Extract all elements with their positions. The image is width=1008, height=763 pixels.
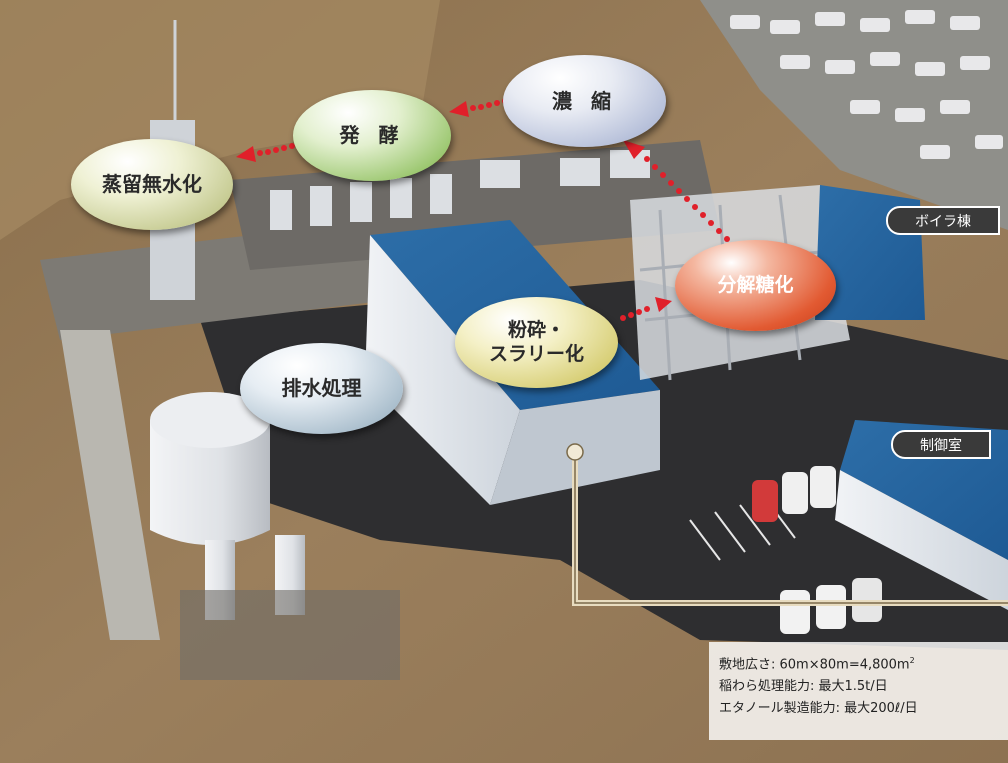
site-area-text: 敷地広さ: 60m×80m=4,800m xyxy=(719,657,910,673)
specs-pointer xyxy=(566,443,1008,606)
walkway xyxy=(60,330,160,640)
straw-capacity-line: 稲わら処理能力: 最大1.5t/日 xyxy=(719,679,888,695)
fermentation-bubble: 発 酵 xyxy=(293,90,451,181)
arrow-ferment-to-distill xyxy=(236,143,295,162)
main-building-wall xyxy=(365,235,520,505)
control-room-wall xyxy=(835,470,1008,610)
arrow-milling-to-hydrolysis xyxy=(620,297,672,321)
hydrolysis-bubble: 分解糖化 xyxy=(675,240,836,331)
site-area-line: 敷地広さ: 60m×80m=4,800m2 xyxy=(719,650,1008,676)
distillation-bubble: 蒸留無水化 xyxy=(71,139,233,230)
milling-label-line1: 粉砕・ xyxy=(507,318,565,341)
process-units xyxy=(270,150,650,230)
control-room-label: 制御室 xyxy=(920,437,962,454)
concentration-label: 濃 縮 xyxy=(552,88,617,113)
wastewater-label: 排水処理 xyxy=(281,376,362,400)
process-flow-arrows xyxy=(236,98,730,321)
wastewater-bubble: 排水処理 xyxy=(240,343,403,434)
control-room-tag: 制御室 xyxy=(891,430,991,459)
boiler-building-tag: ボイラ棟 xyxy=(886,206,1000,235)
fermentation-label: 発 酵 xyxy=(339,123,405,147)
arrow-hydrolysis-to-concentrate xyxy=(623,140,730,242)
milling-bubble: 粉砕・ スラリー化 xyxy=(455,297,618,388)
hydrolysis-label: 分解糖化 xyxy=(717,273,794,296)
site-area-unit-sup: 2 xyxy=(909,656,915,665)
boiler-building-label: ボイラ棟 xyxy=(915,213,971,230)
distillation-label: 蒸留無水化 xyxy=(102,172,202,196)
parking-lot xyxy=(700,0,1008,230)
ethanol-capacity-line: エタノール製造能力: 最大200ℓ/日 xyxy=(719,701,918,717)
concentration-bubble: 濃 縮 xyxy=(503,55,666,147)
parked-cars xyxy=(730,10,1003,159)
plant-specs-box: 敷地広さ: 60m×80m=4,800m2 稲わら処理能力: 最大1.5t/日 … xyxy=(709,642,1008,740)
milling-label-line2: スラリー化 xyxy=(488,342,584,365)
